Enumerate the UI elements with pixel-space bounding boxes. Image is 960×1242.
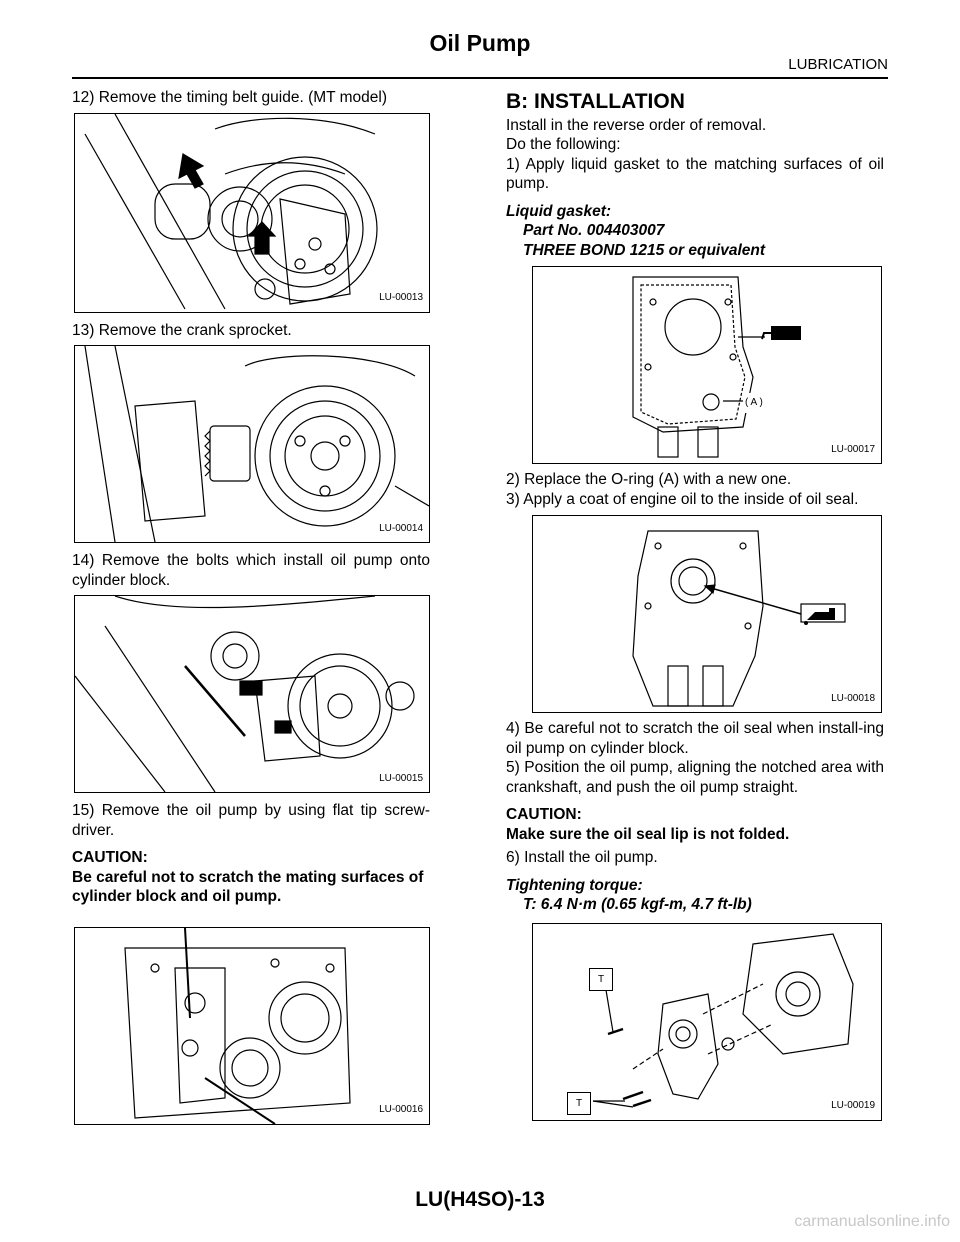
- callout-a: ( A ): [743, 393, 765, 413]
- header-rule: [72, 77, 888, 79]
- caution-label: CAUTION:: [72, 849, 148, 866]
- liquid-gasket-label: Liquid gasket:: [506, 202, 612, 220]
- figure-label: LU-00017: [831, 443, 875, 455]
- install-step-2: 2) Replace the O-ring (A) with a new one…: [506, 471, 792, 488]
- callout-t-bottom: T: [567, 1091, 592, 1115]
- figure-label: LU-00013: [379, 292, 423, 303]
- figure-liquid-gasket: ( A ) LU-00017: [532, 266, 882, 464]
- watermark: carmanualsonline.info: [794, 1213, 950, 1230]
- figure-label: LU-00018: [831, 692, 875, 704]
- page-number: LU(H4SO)-13: [415, 1188, 545, 1211]
- liquid-gasket-icon: [759, 323, 803, 345]
- engine-oil-icon: [801, 604, 845, 626]
- page-title: Oil Pump: [429, 30, 531, 56]
- install-step-4: 4) Be careful not to scratch the oil sea…: [506, 720, 884, 757]
- install-caution-label: CAUTION:: [506, 806, 582, 823]
- install-step-3: 3) Apply a coat of engine oil to the ins…: [506, 490, 859, 508]
- callout-t-top: T: [589, 967, 614, 991]
- figure-oil-pump-install: T T LU-00019: [532, 922, 882, 1121]
- install-intro-2: Do the following:: [506, 136, 621, 153]
- figure-timing-belt-guide: LU-00013: [74, 112, 430, 313]
- section-name: LUBRICATION: [788, 56, 888, 73]
- right-column: B: INSTALLATION Install in the reverse o…: [506, 88, 884, 1121]
- figure-oil-pump-removal: LU-00016: [74, 926, 430, 1125]
- installation-title: B: INSTALLATION: [506, 90, 685, 113]
- step-14: 14) Remove the bolts which install oil p…: [72, 552, 430, 589]
- figure-label: LU-00014: [379, 522, 423, 534]
- step-13: 13) Remove the crank sprocket.: [72, 321, 292, 339]
- install-step-1: 1) Apply liquid gasket to the matching s…: [506, 155, 884, 193]
- figure-crank-sprocket: LU-00014: [74, 345, 430, 543]
- install-step-6: 6) Install the oil pump.: [506, 849, 658, 866]
- torque-value: T: 6.4 N·m (0.65 kgf-m, 4.7 ft-lb): [523, 896, 752, 913]
- figure-label: LU-00015: [379, 772, 423, 784]
- figure-label: LU-00016: [379, 1104, 423, 1115]
- torque-label: Tightening torque:: [506, 876, 643, 894]
- gasket-part-number: Part No. 004403007: [523, 222, 665, 239]
- step-12: 12) Remove the timing belt guide. (MT mo…: [72, 89, 388, 106]
- figure-label: LU-00019: [831, 1100, 875, 1111]
- caution-text: Be careful not to scratch the mating sur…: [72, 868, 424, 906]
- install-caution-text: Make sure the oil seal lip is not folded…: [506, 825, 790, 843]
- step-15: 15) Remove the oil pump by using flat ti…: [72, 802, 430, 839]
- install-step-5: 5) Position the oil pump, aligning the n…: [506, 759, 884, 796]
- figure-oil-seal: LU-00018: [532, 515, 882, 713]
- install-intro-1: Install in the reverse order of removal.: [506, 116, 767, 134]
- figure-oil-pump-bolts: LU-00015: [74, 595, 430, 793]
- gasket-alternative: THREE BOND 1215 or equivalent: [523, 241, 766, 259]
- left-column: 12) Remove the timing belt guide. (MT mo…: [72, 88, 430, 1125]
